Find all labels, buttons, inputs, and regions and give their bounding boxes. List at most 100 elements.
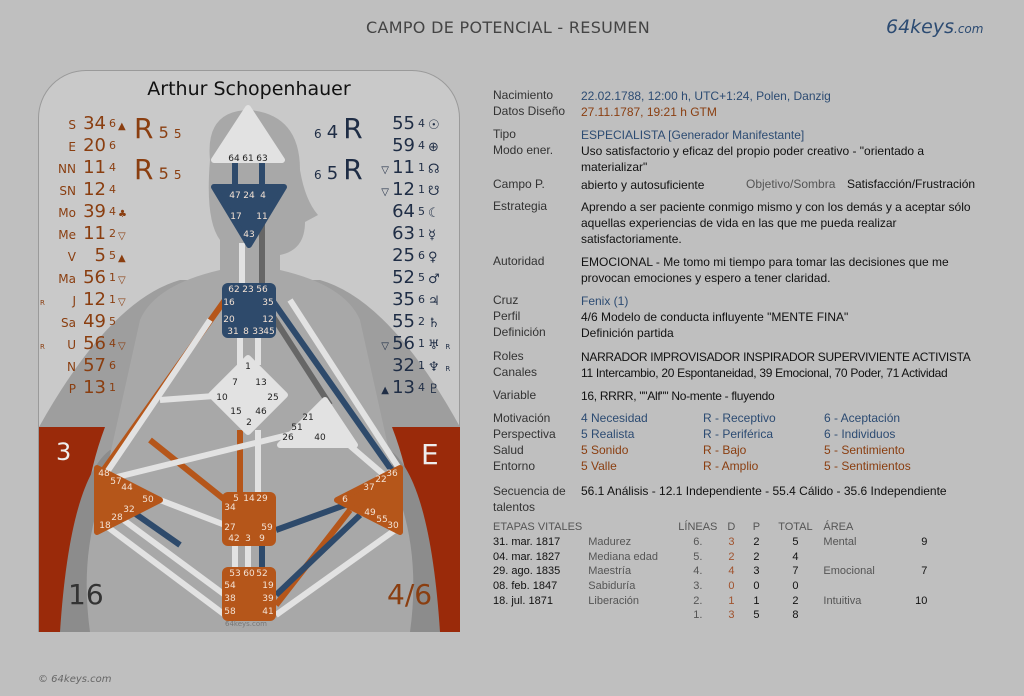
table-header — [585, 520, 675, 535]
gate-number: 5 — [94, 245, 106, 266]
gate-label: 13 — [255, 378, 266, 388]
brand-name: 64keys — [886, 16, 955, 38]
line-number: 1 — [418, 161, 425, 174]
gate-label: 28 — [111, 513, 123, 523]
info-label: Roles — [493, 349, 524, 363]
variable-label: Entorno — [493, 459, 536, 473]
table-cell: 0 — [792, 580, 799, 593]
gate-label: 63 — [256, 154, 267, 164]
heart-center — [277, 397, 358, 448]
planet-label: N — [67, 360, 76, 374]
gate-number: 12 — [392, 179, 415, 200]
planet-label: J — [72, 294, 76, 308]
table-cell: 7 — [792, 565, 799, 578]
table-cell — [820, 549, 900, 564]
line-number: 5 — [418, 205, 425, 218]
footer-copyright: © 64keys.com — [38, 674, 112, 685]
gate-number: 49 — [83, 311, 106, 332]
table-cell: 0 — [728, 580, 735, 593]
gate-number: 11 — [83, 157, 106, 178]
table-header — [900, 520, 930, 535]
variable-tone: 6 — [314, 168, 322, 182]
fixing-arrow-icon: ▲ — [118, 253, 126, 264]
table-cell: 10 — [915, 594, 928, 607]
gate-label: 5 — [233, 494, 239, 504]
channel-line — [274, 502, 347, 533]
variable-tone: 5 — [173, 127, 182, 141]
channel-line — [103, 522, 227, 618]
gate-number: 13 — [392, 377, 415, 398]
fixing-arrow-icon: ▽ — [118, 297, 126, 308]
planet-symbol-icon: ♅ — [428, 338, 440, 353]
planet-symbol-icon: ♄ — [428, 316, 440, 331]
gate-label: 34 — [224, 503, 236, 513]
info-value[interactable]: Fenix (1) — [581, 294, 629, 308]
gate-label: 61 — [242, 154, 253, 164]
gate-label: 23 — [242, 285, 253, 295]
gate-label: 55 — [376, 515, 387, 525]
table-cell: 2 — [792, 594, 799, 607]
variable-tone: 6 — [314, 127, 322, 141]
corner-authority-letter: E — [421, 438, 439, 471]
table-cell: 3 — [753, 565, 760, 578]
variable-label: Perspectiva — [493, 427, 556, 441]
info-label: Tipo — [493, 127, 516, 141]
table-cell: 0 — [753, 580, 760, 593]
channel-line — [102, 318, 213, 477]
info-value: Definición partida — [581, 326, 674, 340]
corner-profile: 4/6 — [387, 578, 433, 611]
table-header: ETAPAS VITALES — [493, 521, 583, 534]
line-number: 4 — [418, 139, 425, 152]
variable-value: 5 Sonido — [581, 443, 629, 457]
variable-value: 5 Valle — [581, 459, 617, 473]
gate-label: 20 — [223, 315, 235, 325]
gate-number: 59 — [392, 135, 415, 156]
gate-label: 47 — [229, 191, 240, 201]
brand-logo[interactable]: 64keys.com — [886, 16, 983, 38]
line-number: 4 — [109, 205, 116, 218]
line-number: 1 — [109, 293, 116, 306]
table-cell: 9 — [921, 536, 928, 549]
table-cell: 31. mar. 1817 — [493, 536, 561, 549]
gate-label: 59 — [261, 523, 273, 533]
line-number: 6 — [418, 293, 425, 306]
info-value: Aprendo a ser paciente conmigo mismo y c… — [581, 200, 971, 246]
variable-label: Motivación — [493, 411, 551, 425]
gate-label: 10 — [216, 393, 228, 403]
solar-center — [334, 465, 403, 535]
line-number: 4 — [109, 161, 116, 174]
gate-label: 50 — [142, 495, 154, 505]
line-number: 5 — [418, 271, 425, 284]
retrograde-mark: R — [445, 365, 451, 373]
gate-label: 45 — [263, 327, 274, 337]
info-value: EMOCIONAL - Me tomo mi tiempo para tomar… — [581, 255, 949, 285]
gate-label: 15 — [230, 407, 241, 417]
